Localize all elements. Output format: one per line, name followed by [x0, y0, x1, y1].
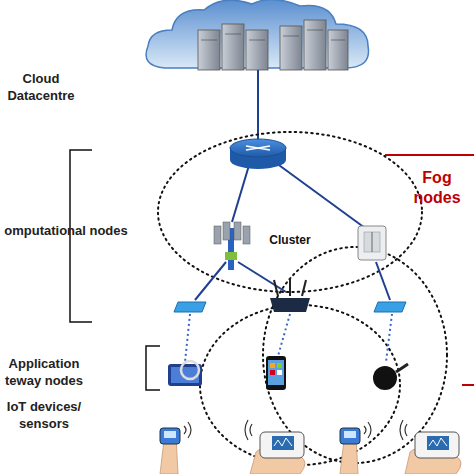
chromecast-icon: [373, 364, 408, 390]
bracket: [70, 150, 160, 390]
router-icon: [230, 139, 286, 169]
cell-tower-icon: [214, 222, 250, 270]
link-wire: [195, 160, 390, 300]
tier-label: Application teway nodes: [0, 355, 88, 389]
cluster-label: Cluster: [262, 232, 318, 248]
uplink-wire: [257, 70, 259, 140]
gateway-box-icon: [358, 226, 386, 260]
tablet-icon: [168, 361, 202, 386]
tier-label: IoT devices/ sensors: [0, 398, 88, 432]
cloud-icon: [146, 0, 368, 70]
tier-label: omputational nodes: [0, 222, 132, 239]
wifi-router-icon: [270, 278, 310, 312]
tier-label: Cloud Datacentre: [0, 70, 82, 104]
phone-icon: [266, 356, 286, 390]
fog-marker-line: [385, 155, 474, 385]
cluster-outline: [158, 132, 447, 465]
sensor-hand-icon: [160, 420, 461, 474]
fog-label: Fog nodes: [404, 168, 470, 208]
gateway-wire: [185, 314, 392, 362]
